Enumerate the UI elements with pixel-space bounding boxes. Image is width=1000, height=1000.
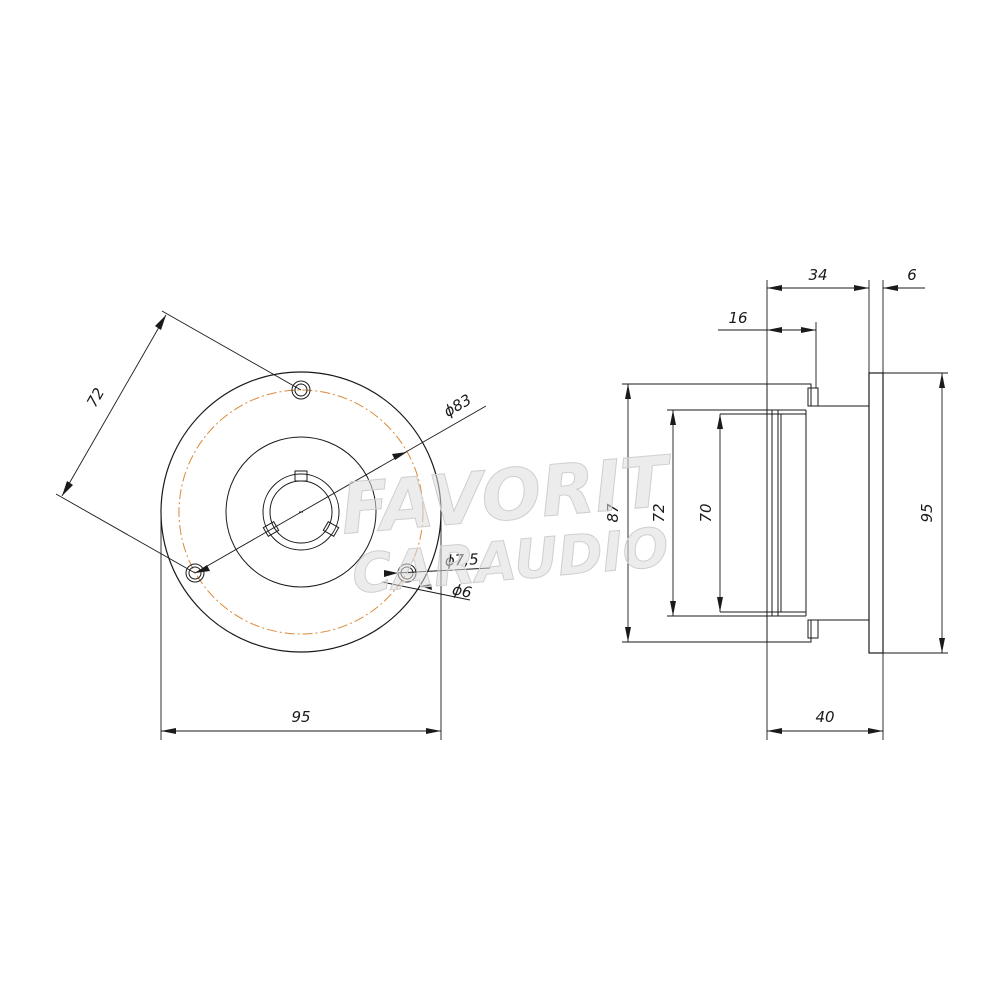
leader-7-5 [396,567,491,574]
arrow-83a [392,452,407,460]
center-bore-outer [262,473,340,551]
inner-ring-circle [225,436,377,588]
arrow-87a [625,384,631,399]
arrow-83b [195,565,210,573]
label-95-front: 95 [291,708,310,726]
ext-line-72a [161,310,302,391]
arrow-70a [717,414,723,429]
body-bottom-outline [767,619,869,643]
dim-line-83 [194,405,487,574]
arrow-72b [62,481,73,496]
watermark-logo: FAVORIT CARAUDIO [337,439,677,606]
arrow-16b [801,327,816,333]
label-72-front: 72 [83,385,108,411]
clip-top [807,387,819,407]
body-top-outline [767,383,869,407]
bolt-circle [178,389,424,635]
arrow-95b [426,728,441,734]
arrow-34b [854,285,869,291]
arrow-72sb [670,601,676,616]
arrow-16a [767,327,782,333]
arrow-95sb [939,638,945,653]
arrow-40a [767,728,782,734]
arrow-7-5 [384,570,398,577]
arrow-95a [161,728,176,734]
label-70: 70 [697,503,715,522]
arrow-6 [883,285,898,291]
mount-hole-left [185,563,205,583]
dome-rim [771,409,779,617]
dim-line-72 [61,314,167,497]
label-34: 34 [808,266,827,284]
label-87: 87 [604,503,622,523]
label-95-side: 95 [918,503,936,522]
clip-bottom [807,619,819,639]
label-40: 40 [815,708,834,726]
mount-hole-top [291,380,311,400]
label-72-side: 72 [650,503,668,522]
arrow-95sa [939,373,945,388]
label-16: 16 [728,309,747,327]
arrow-70b [717,597,723,612]
arrow-72a [155,315,166,330]
bore-tab-right [322,520,340,538]
leader-6 [381,581,471,601]
label-phi7-5: ϕ7,5 [444,550,479,570]
label-phi83: ϕ83 [440,391,474,421]
arrow-87b [625,627,631,642]
label-phi6: ϕ6 [451,580,474,602]
arrow-34a [767,285,782,291]
arrow-6 [420,584,432,590]
arrow-40b [868,728,883,734]
arrow-72sa [670,410,676,425]
label-6: 6 [907,266,917,284]
bore-tab-top [294,470,308,482]
ext-line-72b [55,493,196,574]
side-view: 34 6 16 87 72 70 95 [604,266,948,740]
flange-plate [868,372,884,654]
